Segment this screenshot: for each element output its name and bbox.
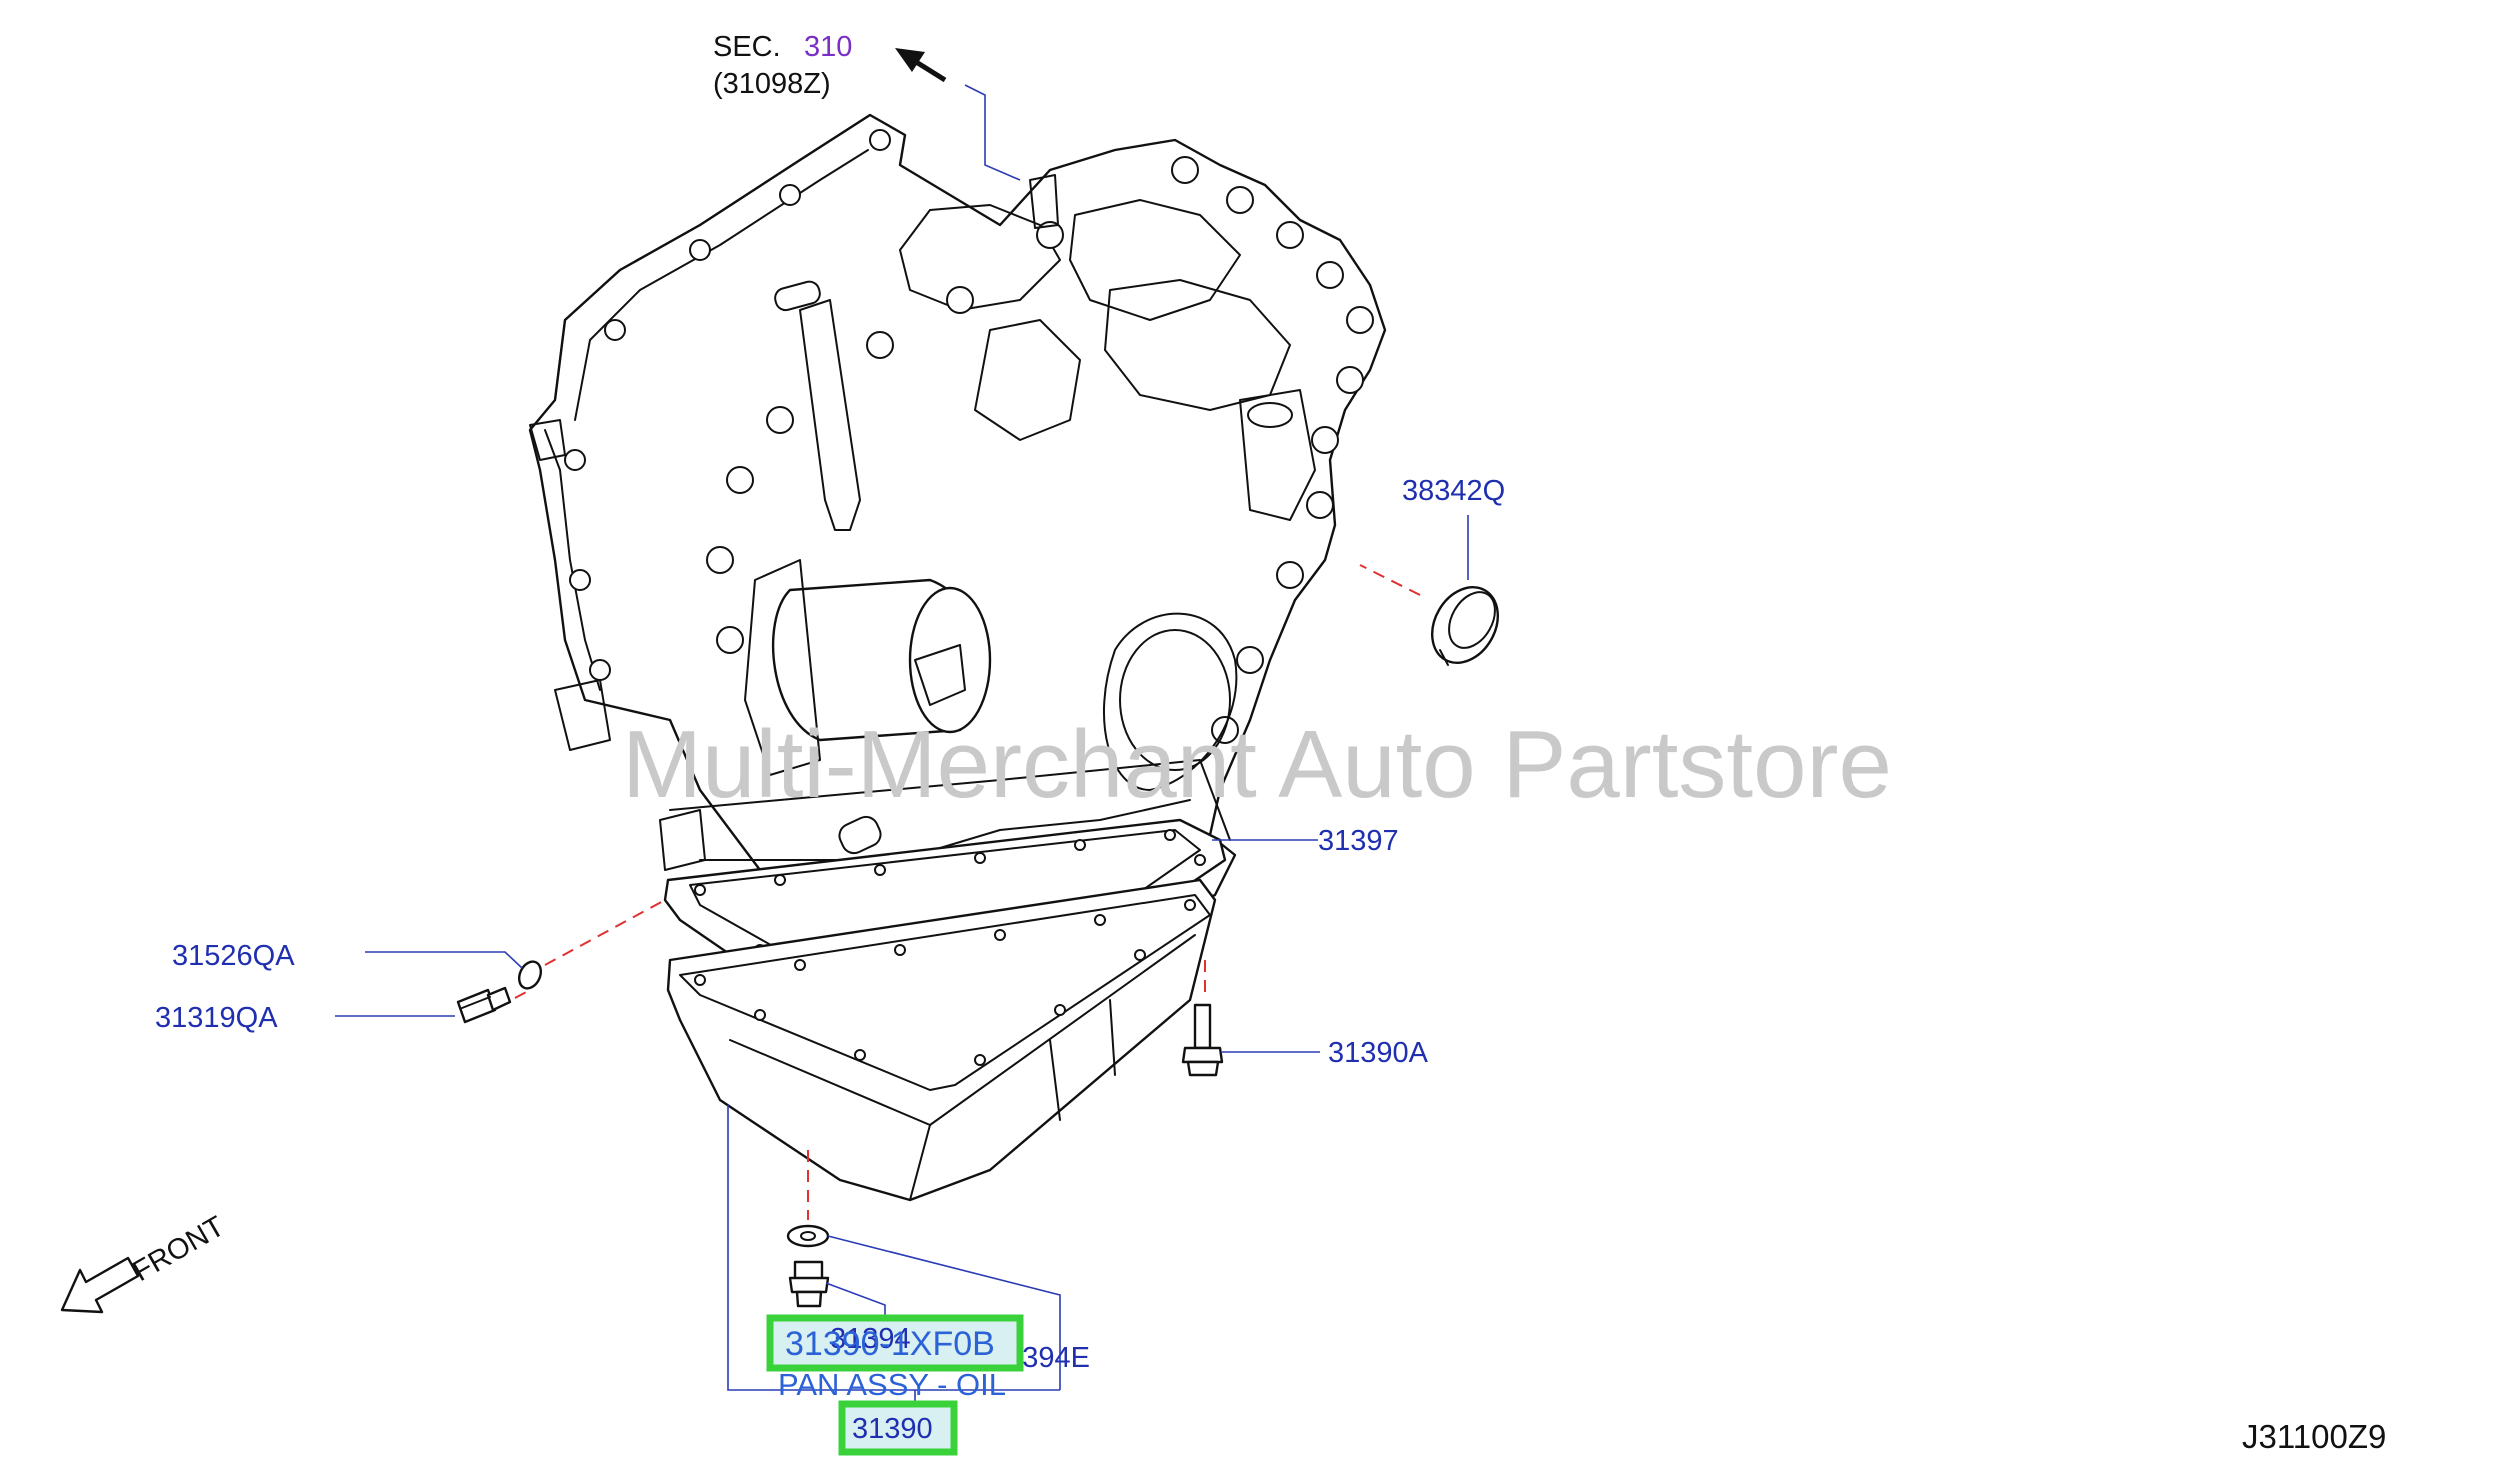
callout-38342q[interactable]: 38342Q — [1402, 475, 1505, 507]
highlighted-part-number[interactable]: 31390-1XF0B — [785, 1325, 995, 1363]
washer-31394e — [786, 1224, 830, 1248]
leader-seal — [1359, 564, 1421, 596]
watermark-text: Multi-Merchant Auto Partstore — [622, 711, 1892, 818]
front-arrow-icon — [60, 1256, 140, 1314]
drain-plug-31394 — [788, 1260, 830, 1308]
o-ring-31526qa — [517, 960, 543, 990]
section-arrow-icon — [895, 48, 947, 83]
callout-31390a[interactable]: 31390A — [1328, 1037, 1429, 1069]
callout-31394[interactable]: 31394 — [830, 1323, 911, 1355]
highlighted-ref-number[interactable]: 31390 — [852, 1413, 933, 1445]
front-label: FRONT — [128, 1210, 231, 1288]
bolt-31390a — [1181, 1003, 1224, 1077]
leader-line-31526qa — [365, 951, 523, 969]
plug-31319qa — [456, 986, 512, 1024]
leader-oring — [544, 899, 666, 966]
highlighted-part-name: PAN ASSY - OIL — [778, 1367, 1006, 1402]
callout-31319qa[interactable]: 31319QA — [155, 1002, 278, 1034]
section-prefix: SEC. — [713, 31, 781, 63]
callout-31397[interactable]: 31397 — [1318, 825, 1399, 857]
oil-pan — [666, 878, 1217, 1202]
leader-line-31390 — [727, 1105, 1060, 1391]
section-subcode: (31098Z) — [713, 68, 831, 100]
callout-31526qa[interactable]: 31526QA — [172, 940, 295, 972]
highlight-box-part-number — [766, 1314, 1024, 1372]
leader-line-sec310 — [964, 84, 1021, 181]
section-number[interactable]: 310 — [804, 31, 852, 63]
seal-38342q — [1431, 586, 1499, 666]
diagram-code: J31100Z9 — [2242, 1418, 2386, 1455]
highlight-box-ref-number — [838, 1400, 958, 1456]
leader-line-31394e — [827, 1235, 1061, 1390]
leader-plug — [514, 989, 531, 999]
